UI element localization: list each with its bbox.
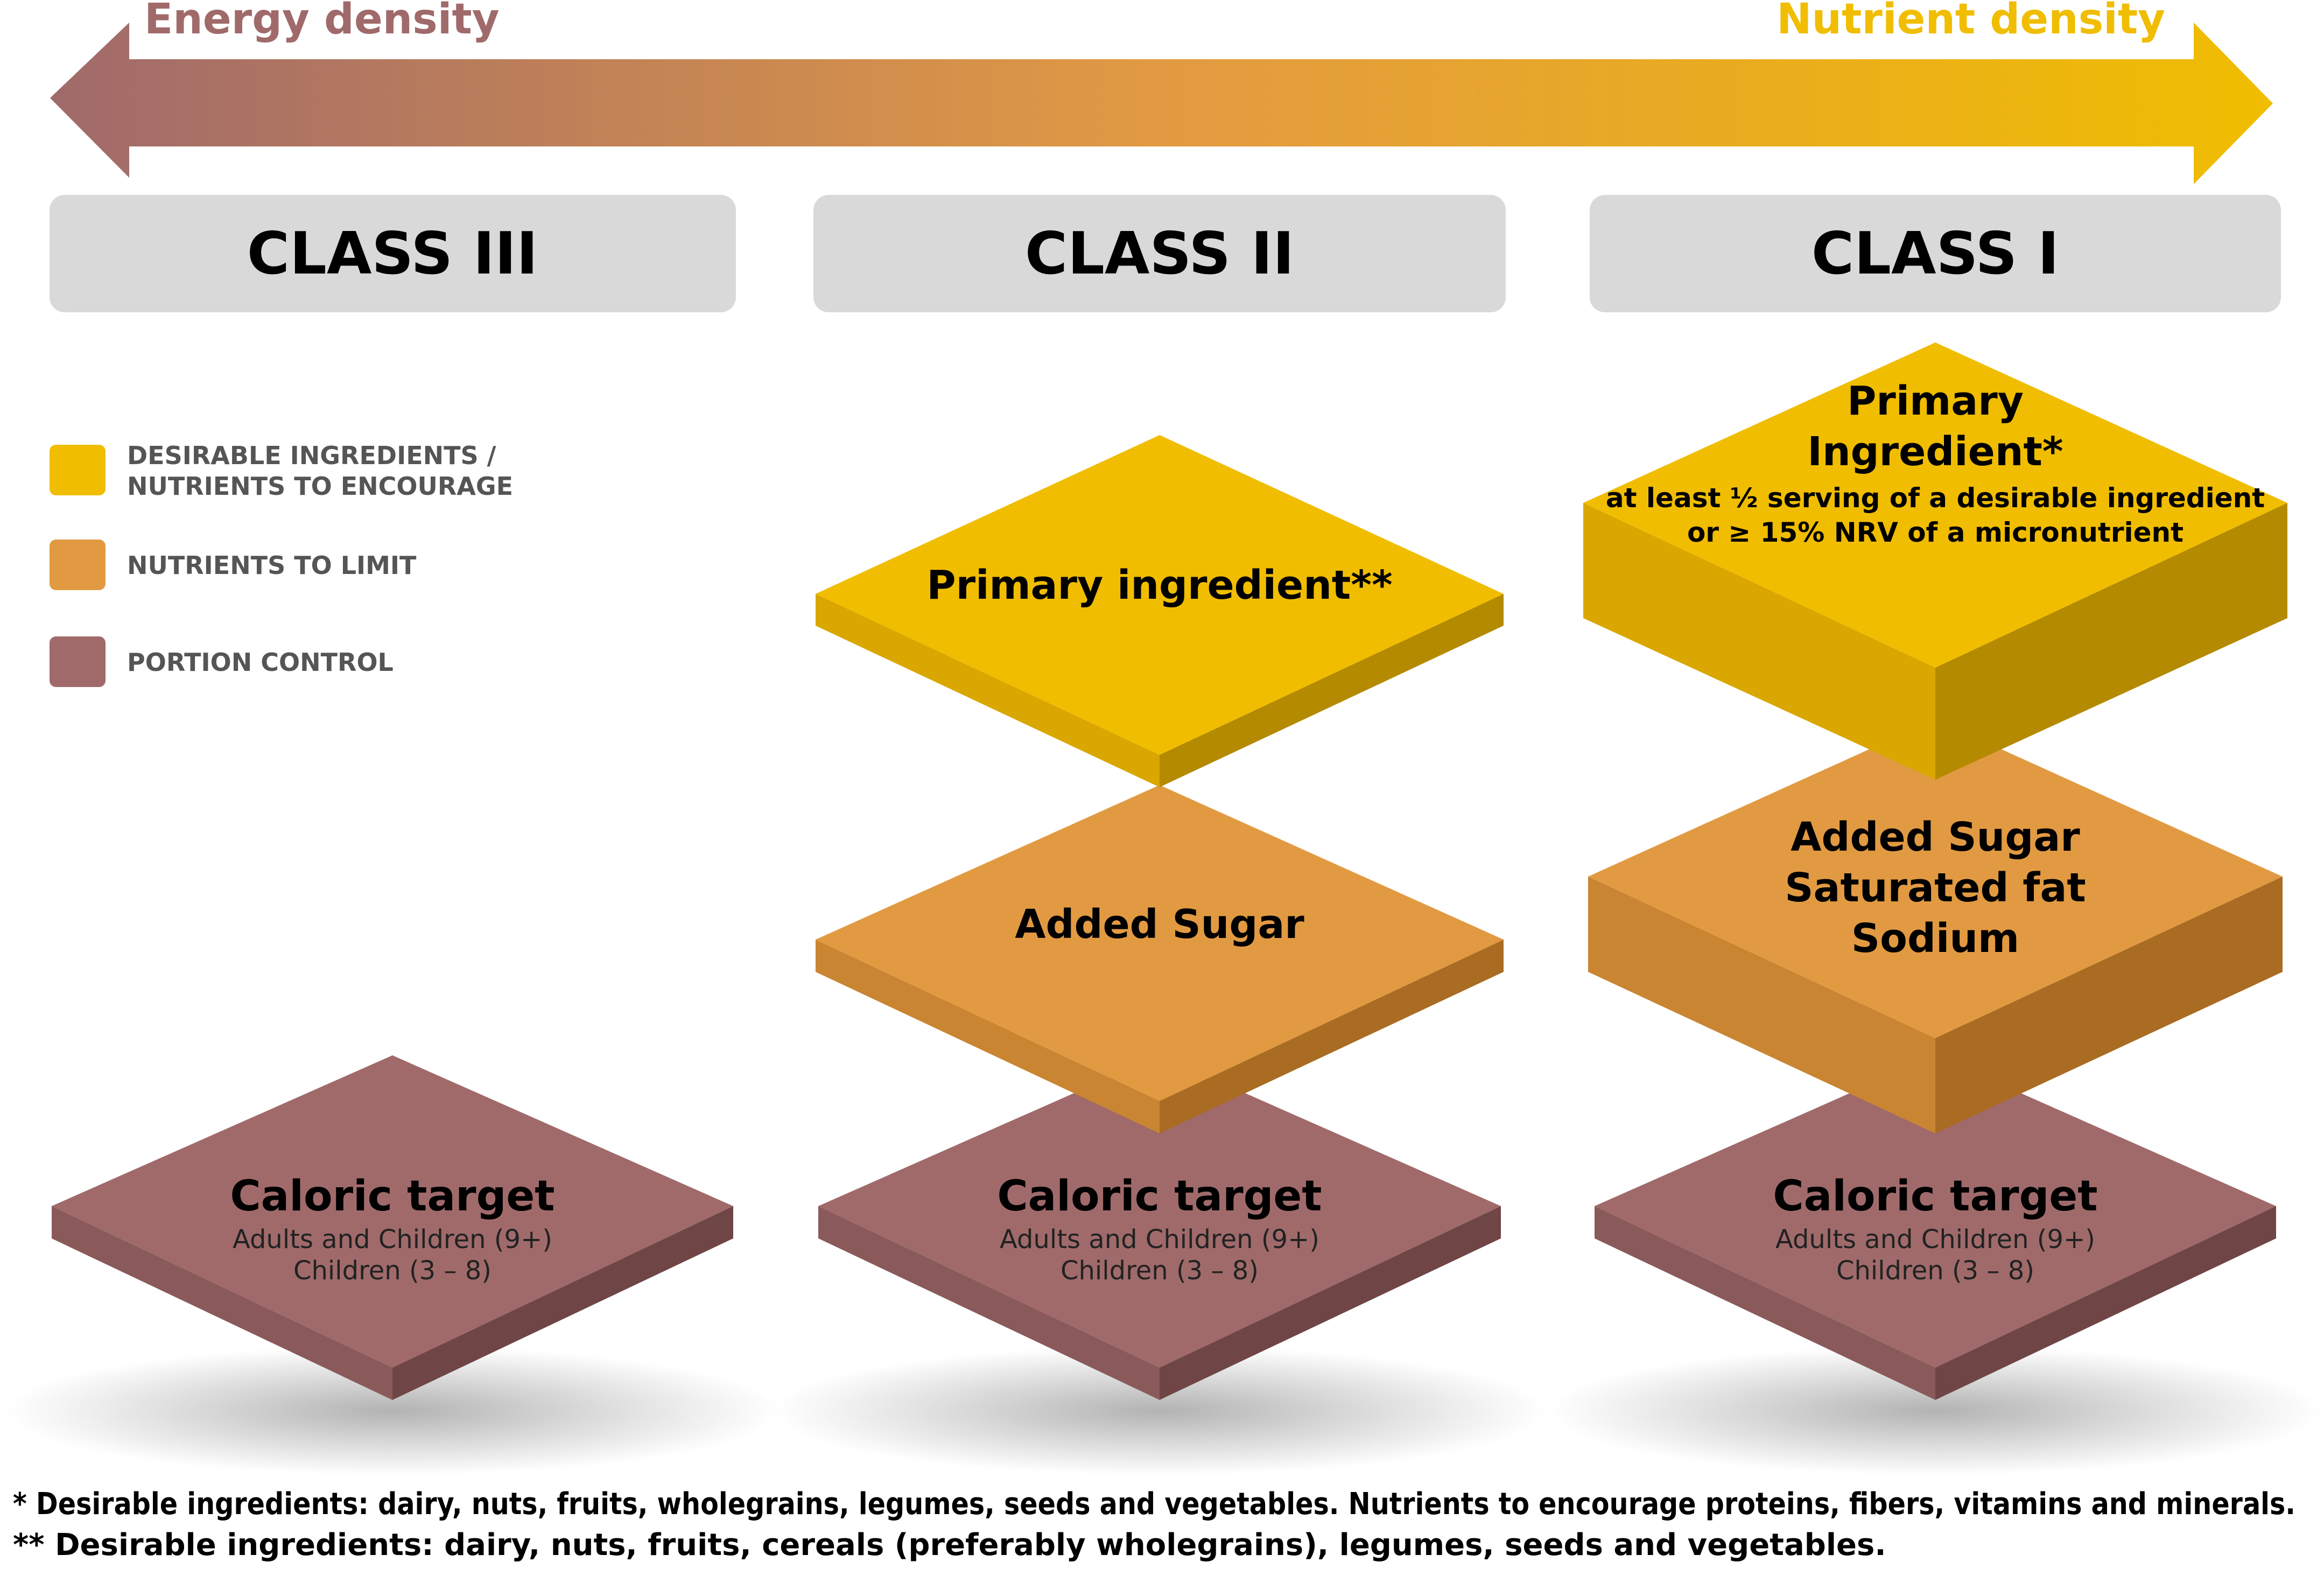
energy-nutrient-arrow <box>50 23 2273 184</box>
class-2-caloric-block: Caloric target Adults and Children (9+) … <box>818 1055 1501 1400</box>
class-3-caloric-line1: Adults and Children (9+) <box>233 1224 552 1255</box>
class-1-primary-line1: Primary <box>1847 378 2024 424</box>
class-header-3: CLASS III <box>50 195 736 312</box>
shadow-class-2 <box>772 1346 1547 1475</box>
footnote-1: * Desirable ingredients: dairy, nuts, fr… <box>13 1487 2295 1522</box>
legend: DESIRABLE INGREDIENTS / NUTRIENTS TO ENC… <box>50 441 513 687</box>
class-1-caloric-title: Caloric target <box>1773 1172 2097 1221</box>
class-2-primary-block: Primary ingredient** <box>816 435 1504 787</box>
class-1-caloric-block: Caloric target Adults and Children (9+) … <box>1595 1055 2276 1400</box>
class-3-caloric-block: Caloric target Adults and Children (9+) … <box>52 1055 733 1400</box>
class-header-1: CLASS I <box>1590 195 2281 312</box>
class-header-2: CLASS II <box>813 195 1506 312</box>
class-3-caloric-line2: Children (3 – 8) <box>293 1256 492 1286</box>
class-1-sodium: Sodium <box>1851 915 2019 962</box>
class-1-primary-block: Primary Ingredient* at least ½ serving o… <box>1583 342 2287 780</box>
class-2-primary-ingredient: Primary ingredient** <box>926 562 1392 608</box>
legend-desirable-line1: DESIRABLE INGREDIENTS / <box>127 441 496 470</box>
class-2-limit-block: Added Sugar <box>816 785 1504 1133</box>
class-1-caloric-line2: Children (3 – 8) <box>1836 1256 2034 1286</box>
class-1-primary-line3: at least ½ serving of a desirable ingred… <box>1606 482 2265 514</box>
energy-density-label: Energy density <box>144 0 500 44</box>
legend-swatch-portion <box>50 636 106 687</box>
class-2-caloric-line2: Children (3 – 8) <box>1061 1256 1259 1286</box>
class-1-saturated-fat: Saturated fat <box>1785 865 2086 911</box>
class-2-label: CLASS II <box>1025 220 1294 288</box>
nutrient-density-label: Nutrient density <box>1777 0 2165 44</box>
class-1-label: CLASS I <box>1812 220 2059 288</box>
shadow-class-3 <box>5 1346 780 1475</box>
legend-swatch-limit <box>50 540 106 590</box>
legend-desirable-line2: NUTRIENTS TO ENCOURAGE <box>127 472 513 501</box>
class-1-limit-block: Added Sugar Saturated fat Sodium <box>1588 719 2283 1133</box>
class-1-added-sugar: Added Sugar <box>1791 814 2080 860</box>
footnote-2: ** Desirable ingredients: dairy, nuts, f… <box>13 1528 1886 1563</box>
class-1-primary-line4: or ≥ 15% NRV of a micronutrient <box>1687 517 2183 548</box>
legend-limit-label: NUTRIENTS TO LIMIT <box>127 551 417 580</box>
class-2-caloric-title: Caloric target <box>997 1172 1322 1221</box>
class-1-primary-line2: Ingredient* <box>1807 429 2063 475</box>
class-2-added-sugar: Added Sugar <box>1015 901 1304 948</box>
class-2-caloric-line1: Adults and Children (9+) <box>1000 1224 1319 1255</box>
legend-swatch-desirable <box>50 445 106 495</box>
class-1-caloric-line1: Adults and Children (9+) <box>1775 1224 2095 1255</box>
class-3-caloric-title: Caloric target <box>230 1172 554 1221</box>
class-3-label: CLASS III <box>247 220 538 288</box>
shadow-class-1 <box>1548 1346 2323 1475</box>
legend-portion-label: PORTION CONTROL <box>127 648 394 677</box>
